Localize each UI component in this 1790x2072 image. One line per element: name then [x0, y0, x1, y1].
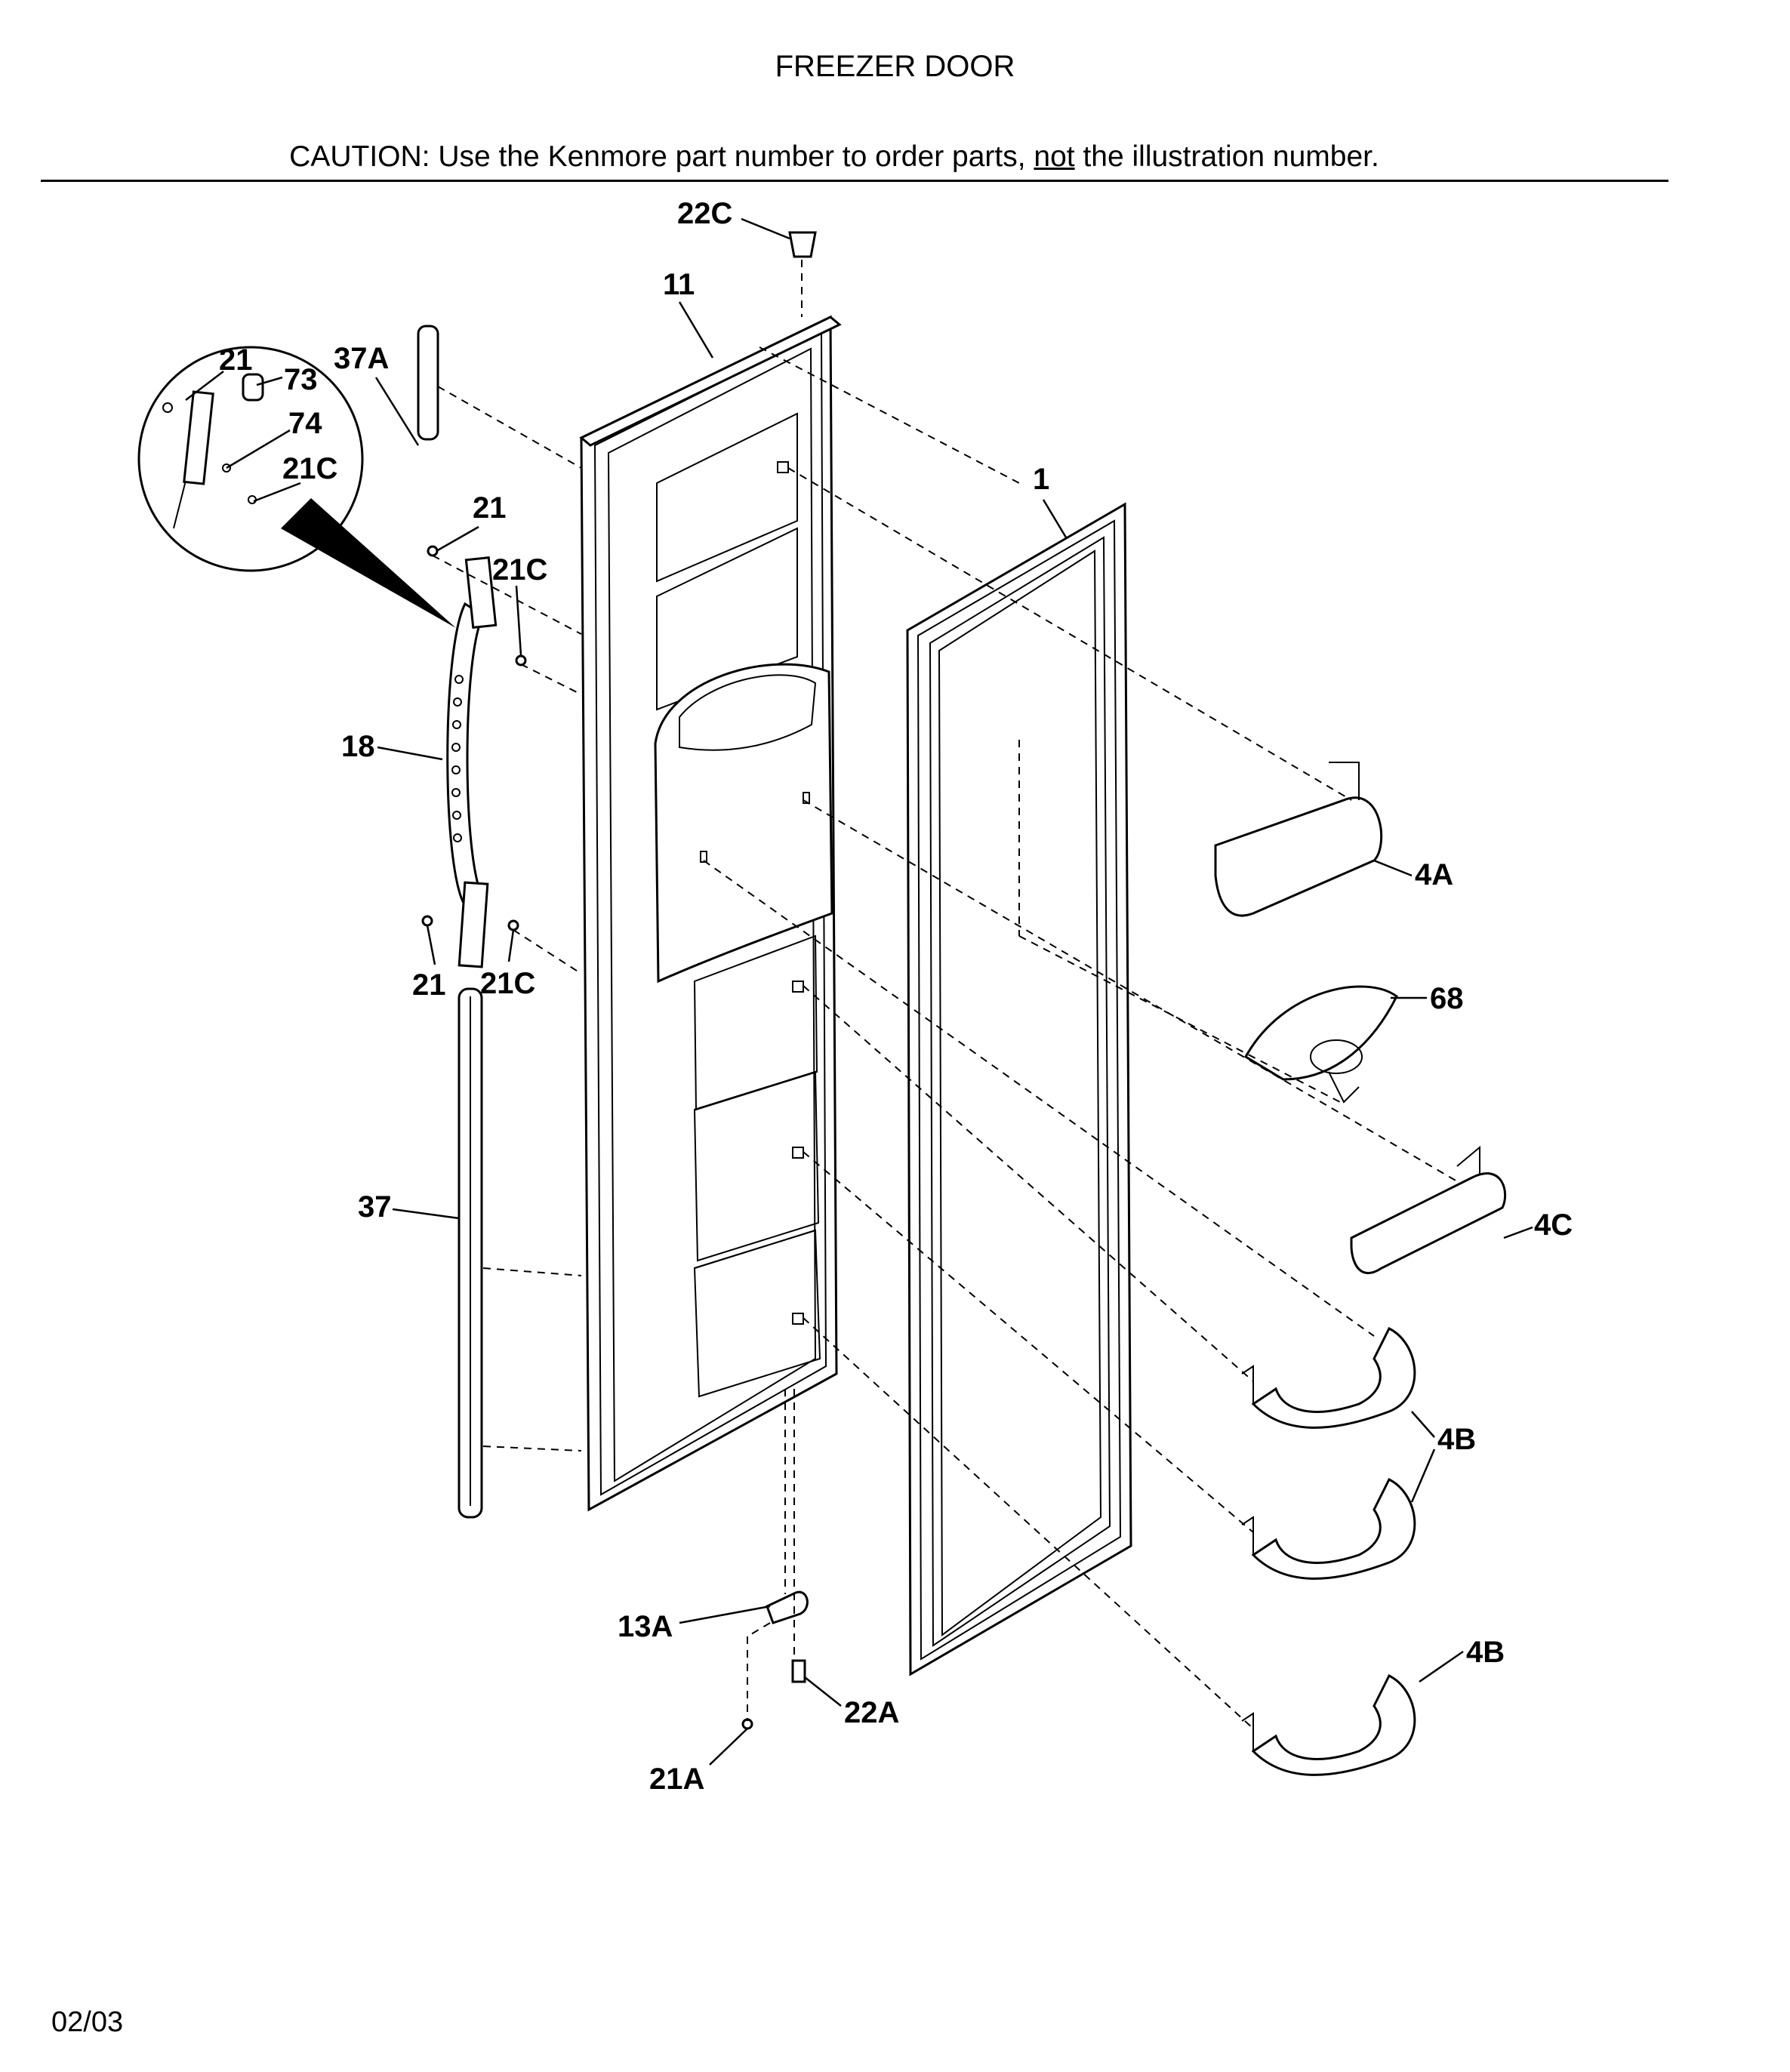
callout-13a: 13A — [618, 1610, 673, 1643]
callout-21c-inset: 21C — [282, 452, 337, 485]
callout-21c-upper: 21C — [492, 553, 547, 587]
door-handle-part — [446, 556, 498, 968]
assembly-lines — [432, 260, 1458, 1729]
callout-73: 73 — [284, 363, 318, 396]
callout-1: 1 — [1033, 463, 1049, 496]
trim-37a-part — [417, 325, 439, 441]
inset-detail — [137, 346, 456, 628]
callout-11: 11 — [663, 268, 695, 301]
callout-18: 18 — [341, 730, 375, 763]
caution-prefix: CAUTION: Use the Kenmore part number to … — [289, 140, 1034, 173]
callout-74: 74 — [288, 407, 322, 440]
door-bin-4b-1 — [1241, 1326, 1416, 1429]
screw-21-upper — [427, 545, 439, 557]
callout-22a: 22A — [844, 1696, 899, 1729]
callout-4b-upper: 4B — [1437, 1423, 1476, 1456]
caution-emphasis: not — [1034, 140, 1075, 173]
screw-21c-lower — [507, 919, 519, 931]
door-bin-4c — [1350, 1145, 1507, 1274]
door-bin-4a — [1214, 762, 1383, 917]
callout-labels: 22C 11 21 73 74 21C 37A 21 21C 1 18 4A 2… — [219, 197, 1573, 1796]
door-gasket-part — [906, 502, 1132, 1676]
callout-22c-top: 22C — [677, 197, 732, 230]
callout-21-lower: 21 — [412, 968, 446, 1002]
ice-container-68 — [1243, 985, 1398, 1104]
leader-lines — [185, 217, 1533, 1766]
screw-21-lower — [421, 915, 433, 927]
callout-21a: 21A — [649, 1763, 704, 1796]
hinge-pin-22c — [788, 231, 817, 258]
callout-4c: 4C — [1534, 1208, 1573, 1242]
revision-date: 02/03 — [51, 2006, 124, 2038]
caution-note: CAUTION: Use the Kenmore part number to … — [0, 140, 1668, 174]
screw-21c-upper — [515, 654, 527, 667]
door-bin-4b-3 — [1241, 1673, 1416, 1776]
callout-21-inset: 21 — [219, 343, 253, 377]
callout-4a: 4A — [1415, 858, 1453, 891]
callout-21-upper: 21 — [473, 491, 507, 525]
header-rule — [41, 180, 1668, 182]
caution-suffix: the illustration number. — [1074, 140, 1379, 173]
callout-37: 37 — [358, 1190, 392, 1224]
page-title: FREEZER DOOR — [775, 50, 1015, 83]
handle-ribs — [451, 675, 464, 842]
hinge-bracket-13a — [766, 1590, 809, 1624]
door-bin-4b-2 — [1241, 1477, 1416, 1580]
door-liner-part — [579, 315, 842, 1512]
callout-21c-lower: 21C — [480, 967, 535, 1000]
callout-68: 68 — [1430, 982, 1464, 1015]
callout-4b-lower: 4B — [1466, 1636, 1505, 1669]
callout-37a: 37A — [334, 342, 389, 375]
hinge-pin-22a — [791, 1659, 806, 1683]
